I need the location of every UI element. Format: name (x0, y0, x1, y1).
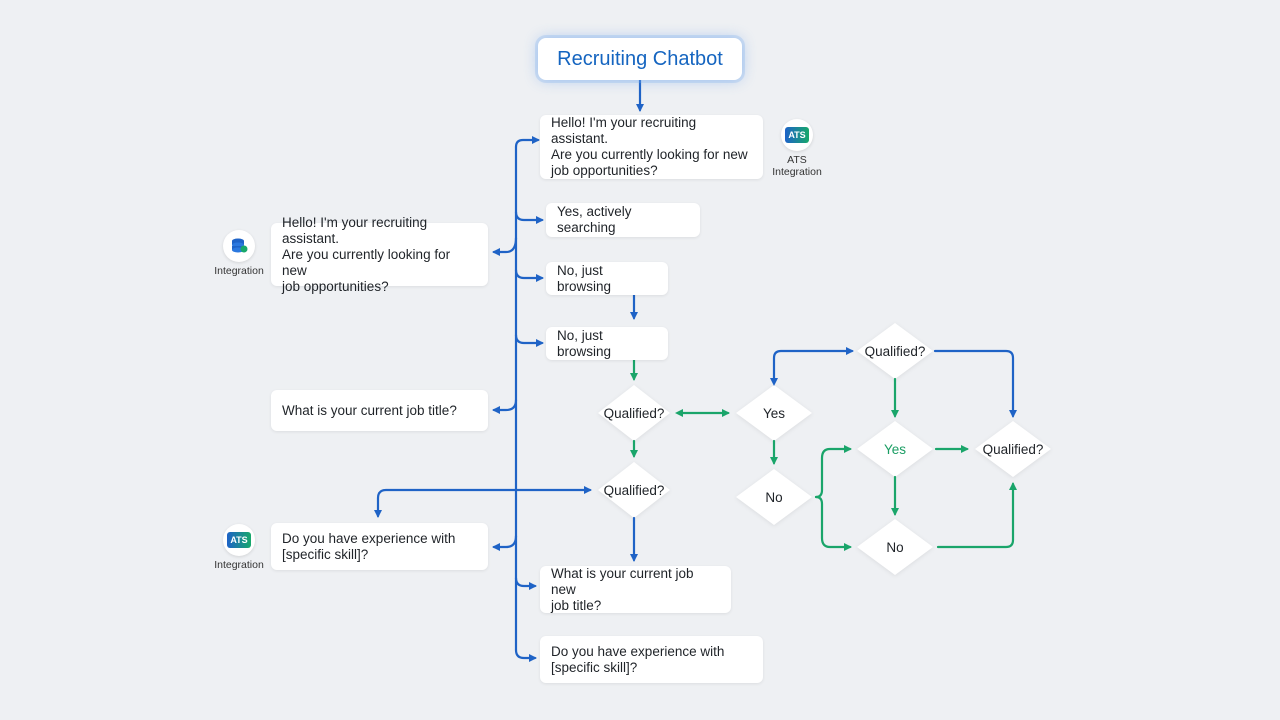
connector-qualified-top-loop-left (770, 347, 854, 386)
database-icon (223, 230, 255, 262)
option-yes-actively-searching[interactable]: Yes, actively searching (546, 203, 700, 237)
decision-diamond-qualified-top (857, 323, 933, 379)
decision-diamond-yes-right (857, 421, 933, 477)
message-job-title-new: What is your current job new job title? (540, 566, 731, 613)
decision-label-yes-mid: Yes (762, 405, 786, 421)
ats-integration-left: ATS Integration (208, 524, 270, 571)
ats-integration-top: ATS ATS Integration (766, 119, 828, 178)
ats-integration-top-label: ATS Integration (772, 154, 822, 178)
connector-to-no-browsing-2 (514, 333, 544, 347)
decision-label-no-mid: No (765, 489, 783, 505)
option-no-just-browsing-2[interactable]: No, just browsing (546, 327, 668, 360)
decision-label-yes-right: Yes (883, 441, 907, 457)
connector-qualified-top-to-right (933, 349, 1017, 418)
message-greeting-left: Hello! I'm your recruiting assistant. Ar… (271, 215, 488, 294)
connector-to-skill-left (492, 534, 518, 551)
decision-label-qualified-top: Qualified? (864, 343, 926, 359)
decision-diamond-no-right (857, 519, 933, 575)
connector-to-no-browsing-1 (514, 268, 544, 282)
decision-diamond-qualified-2 (598, 462, 670, 518)
database-integration-left: Integration (208, 230, 270, 277)
decision-diamond-no-mid (736, 469, 812, 525)
ats-integration-left-label: Integration (214, 559, 264, 571)
message-greeting-main: Hello! I'm your recruiting assistant. Ar… (540, 115, 763, 179)
connector-to-greeting-left (492, 236, 518, 256)
decision-label-qualified-right: Qualified? (982, 441, 1044, 457)
connector-to-job-title-left (492, 398, 518, 414)
decision-diamond-yes-mid (736, 385, 812, 441)
decision-label-qualified-1: Qualified? (603, 405, 665, 421)
message-skill-left: Do you have experience with [specific sk… (271, 523, 488, 570)
decision-label-qualified-2: Qualified? (603, 482, 665, 498)
message-job-title-left: What is your current job title? (271, 390, 488, 431)
connector-to-skill-bottom (514, 648, 537, 662)
ats-icon: ATS (223, 524, 255, 556)
connector-left-loop (374, 488, 518, 518)
decision-label-no-right: No (886, 539, 904, 555)
chatbot-title: Recruiting Chatbot (538, 38, 742, 80)
ats-icon: ATS (781, 119, 813, 151)
message-skill-bottom: Do you have experience with [specific sk… (540, 636, 763, 683)
connector-main-spine (514, 136, 540, 149)
connector-no-right-to-qualified-right (936, 482, 1017, 549)
decision-diamond-qualified-1 (598, 385, 670, 441)
connector-no-mid-bracket-low (814, 495, 852, 551)
connector-to-yes-searching (514, 210, 544, 224)
database-integration-label: Integration (214, 265, 264, 277)
connector-to-job-title-new (514, 576, 537, 590)
decision-diamond-qualified-right (975, 421, 1051, 477)
connector-no-mid-bracket (814, 445, 852, 499)
option-no-just-browsing-1[interactable]: No, just browsing (546, 262, 668, 295)
